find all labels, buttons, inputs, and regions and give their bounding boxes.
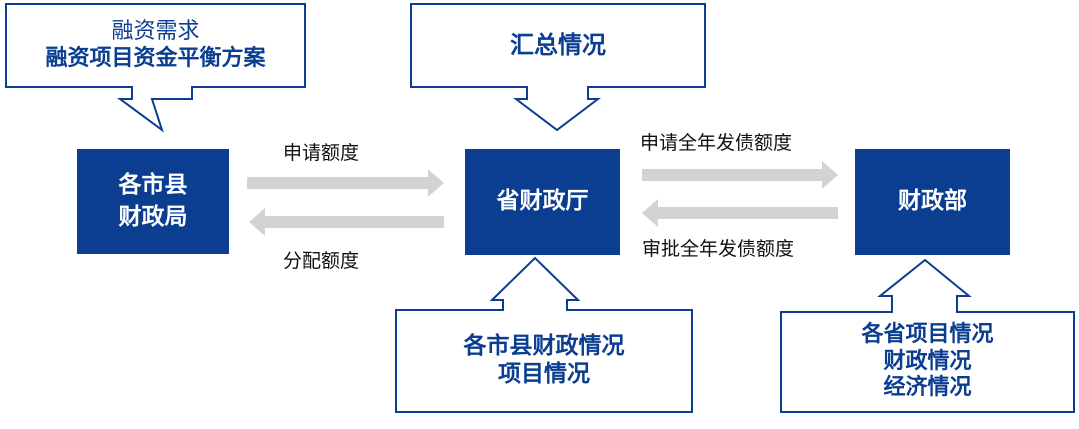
financing-plan-text: 融资项目资金平衡方案 — [45, 45, 266, 71]
ministry-finance-node: 财政部 — [855, 149, 1010, 255]
allocate-quota-arrow — [249, 208, 444, 236]
city-finance-bureau-node: 各市县 财政局 — [77, 149, 229, 254]
province-info-callout: 各省项目情况 财政情况 经济情况 — [783, 314, 1072, 410]
city-project-info-text: 项目情况 — [498, 361, 590, 387]
financing-needs-callout-shape — [5, 3, 306, 133]
apply-annual-quota-arrow — [642, 161, 838, 189]
financing-needs-callout: 融资需求 融资项目资金平衡方案 — [8, 6, 303, 85]
approve-annual-quota-label: 审批全年发债额度 — [642, 238, 795, 260]
city-info-callout-shape — [395, 256, 693, 413]
city-info-callout: 各市县财政情况 项目情况 — [398, 312, 690, 410]
province-project-info-text: 各省项目情况 — [861, 322, 994, 348]
city-finance-line1: 各市县 — [118, 172, 188, 199]
financing-needs-title: 融资需求 — [111, 19, 200, 45]
summary-callout-shape — [410, 3, 706, 132]
province-finance-info-text: 财政情况 — [883, 348, 972, 374]
province-finance-label: 省财政厅 — [496, 188, 589, 215]
province-finance-dept-node: 省财政厅 — [465, 149, 620, 255]
ministry-finance-label: 财政部 — [898, 188, 967, 215]
apply-quota-arrow — [247, 169, 444, 197]
city-finance-line2: 财政局 — [118, 203, 188, 230]
province-info-callout-shape — [780, 258, 1075, 413]
apply-annual-quota-label: 申请全年发债额度 — [640, 132, 793, 154]
allocate-quota-label: 分配额度 — [283, 250, 360, 272]
city-finance-info-text: 各市县财政情况 — [463, 333, 625, 360]
approve-annual-quota-arrow — [642, 199, 838, 227]
province-economy-info-text: 经济情况 — [883, 375, 972, 401]
apply-quota-label: 申请额度 — [283, 142, 360, 164]
summary-callout: 汇总情况 — [413, 6, 703, 85]
summary-text: 汇总情况 — [510, 31, 606, 60]
